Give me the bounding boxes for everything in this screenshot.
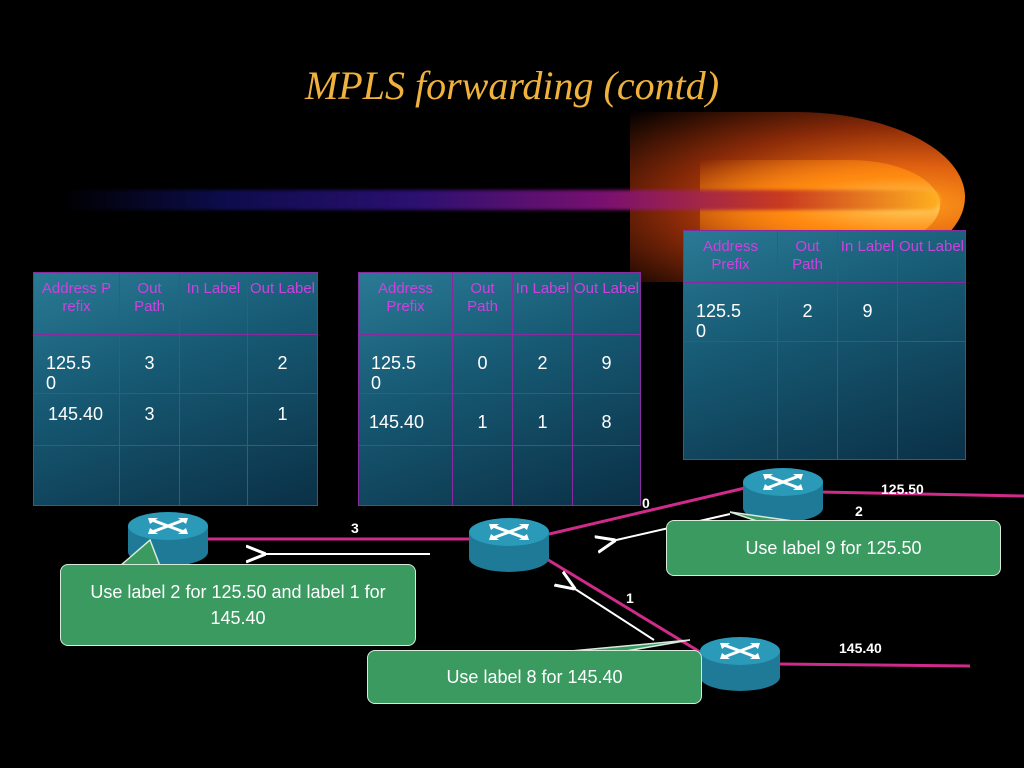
cell-in-label: [179, 334, 248, 394]
router-icon: [700, 637, 780, 691]
header-address-prefix: Address Prefix: [33, 272, 120, 335]
routing-table-left: Address Prefix Out Path In Label Out Lab…: [33, 272, 318, 506]
callout-pointer-left: [117, 538, 162, 567]
link-top: [544, 486, 746, 537]
empty-cell: [572, 445, 641, 506]
callout-right: Use label 9 for 125.50: [666, 520, 1001, 576]
empty-cell: [683, 341, 778, 460]
empty-cell: [897, 341, 966, 460]
routing-table-middle: Address Prefix Out Path In Label Out Lab…: [358, 272, 641, 506]
cell-out-label: [897, 282, 966, 342]
cell-prefix: 145.40: [33, 393, 120, 446]
cell-out-path: 3: [119, 334, 180, 394]
prefix-label-right-top: 125.50: [881, 481, 924, 497]
cell-out-label: 9: [572, 334, 641, 394]
router-icon: [469, 518, 549, 572]
decorative-beam: [60, 190, 940, 210]
cell-out-path: 1: [452, 393, 513, 446]
port-label-top: 0: [642, 495, 650, 511]
page-title: MPLS forwarding (contd): [304, 63, 720, 108]
port-label-left: 3: [351, 520, 359, 536]
prefix-label-right-bottom: 145.40: [839, 640, 882, 656]
link-right-top: [819, 490, 1024, 498]
cell-prefix: 125.50: [33, 334, 120, 394]
empty-cell: [452, 445, 513, 506]
empty-cell: [33, 445, 120, 506]
callout-left: Use label 2 for 125.50 and label 1 for 1…: [60, 564, 416, 646]
header-in-label: In Label: [512, 272, 573, 335]
cell-out-path: 3: [119, 393, 180, 446]
header-address-prefix: Address Prefix: [358, 272, 453, 335]
header-out-label: Out Label: [897, 230, 966, 283]
cell-out-path: 0: [452, 334, 513, 394]
port-label-right-top: 2: [855, 503, 863, 519]
cell-prefix: 145.40: [358, 393, 453, 446]
callout-bottom: Use label 8 for 145.40: [367, 650, 702, 704]
header-out-label: Out Label: [247, 272, 318, 335]
cell-out-label: 2: [247, 334, 318, 394]
link-right-bottom: [777, 662, 971, 668]
empty-cell: [179, 445, 248, 506]
routing-table-right: Address Prefix Out Path In Label Out Lab…: [683, 230, 966, 460]
arrow-to-middle-from-bottom: [572, 587, 655, 641]
empty-cell: [777, 341, 838, 460]
header-in-label: In Label: [179, 272, 248, 335]
empty-cell: [119, 445, 180, 506]
port-label-bottom: 1: [626, 590, 634, 606]
cell-in-label: 2: [512, 334, 573, 394]
empty-cell: [247, 445, 318, 506]
cell-in-label: 9: [837, 282, 898, 342]
router-icon: [743, 468, 823, 522]
cell-out-label: 8: [572, 393, 641, 446]
empty-cell: [837, 341, 898, 460]
